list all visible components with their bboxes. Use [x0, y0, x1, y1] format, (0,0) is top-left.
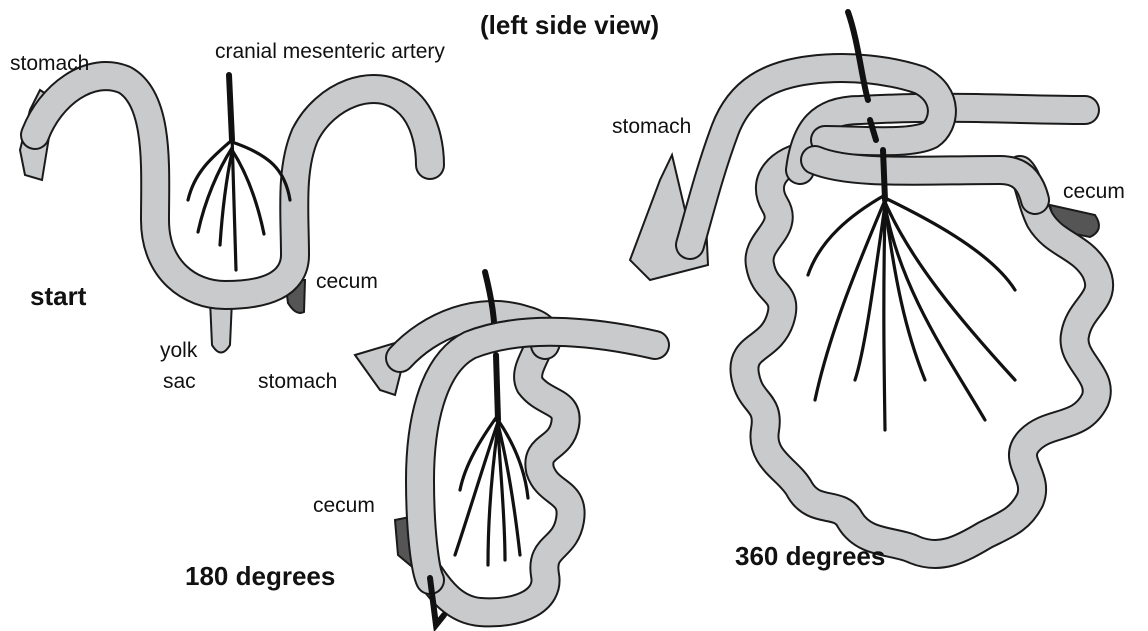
- view-label: (left side view): [480, 10, 659, 40]
- stage-360-degrees: (left side view) stomach cecum: [480, 10, 1125, 571]
- yolk-sac-label-line2: sac: [163, 370, 196, 393]
- cecum-label: cecum: [313, 494, 375, 517]
- yolk-sac-label-line1: yolk: [160, 339, 198, 362]
- artery-label: cranial mesenteric artery: [215, 40, 445, 63]
- ileum-band: [815, 160, 1035, 200]
- stage-caption: start: [30, 281, 87, 311]
- stage-180-degrees: stomach cecum 180 degrees: [185, 272, 655, 625]
- cranial-mesenteric-artery: [188, 75, 290, 270]
- stage-start: stomach cranial mesenteric artery cecum …: [10, 40, 445, 393]
- cecum-label: cecum: [316, 270, 378, 293]
- stomach-label: stomach: [612, 115, 691, 138]
- stomach-label: stomach: [258, 370, 337, 393]
- stage-caption: 360 degrees: [735, 541, 885, 571]
- stomach-label: stomach: [10, 52, 89, 75]
- cecum-label: cecum: [1063, 180, 1125, 203]
- stage-caption: 180 degrees: [185, 561, 335, 591]
